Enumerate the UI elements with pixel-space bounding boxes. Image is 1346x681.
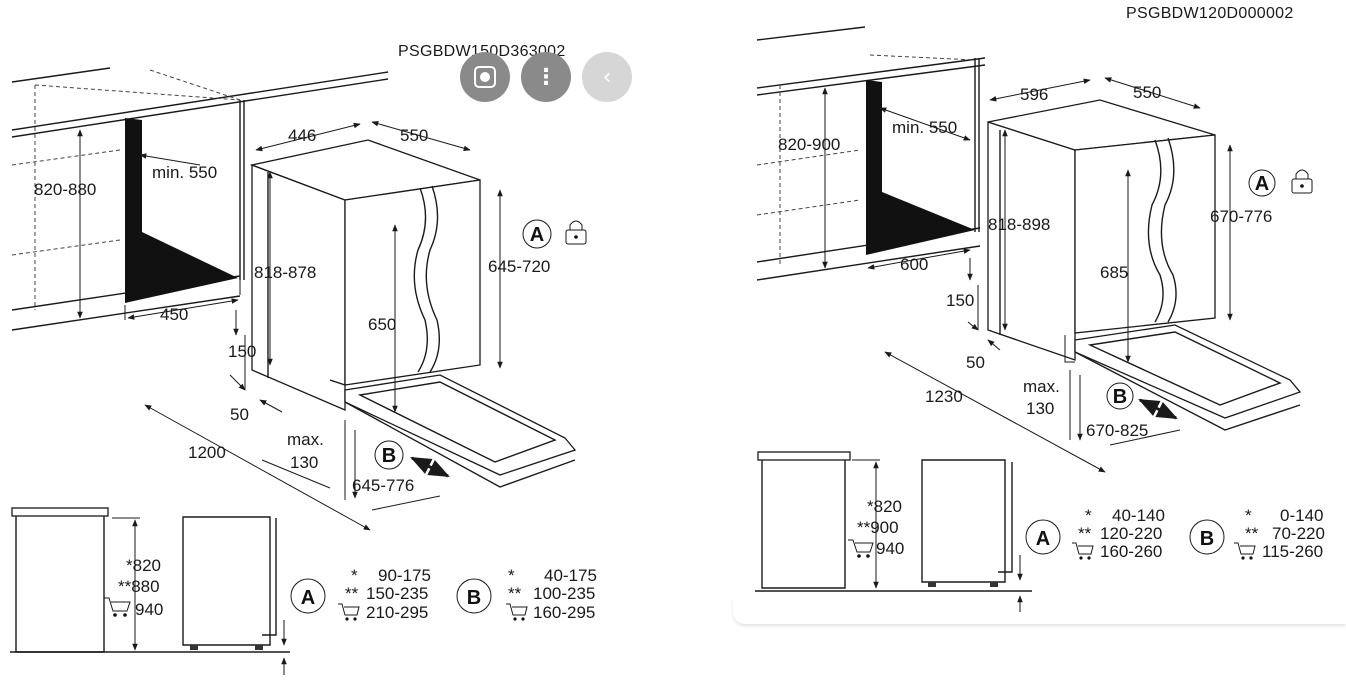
left-appliance	[249, 139, 577, 488]
right-table-a-star-1: *	[1085, 506, 1092, 525]
right-max-label: max.	[1023, 377, 1060, 396]
left-table-a-value-1: 90-175	[378, 566, 431, 585]
right-table-b-value-1: 0-140	[1280, 506, 1323, 525]
right-marker-a: A	[1255, 173, 1269, 195]
right-table-b-cart-icon	[1234, 542, 1256, 560]
right-min-depth: min. 550	[892, 118, 957, 137]
left-table-a-value-2: 150-235	[366, 584, 428, 603]
right-table-a-marker: A	[1036, 528, 1050, 550]
right-table-a-value-1: 40-140	[1112, 506, 1165, 525]
right-side-height-1: *820	[867, 497, 902, 516]
left-table-a-marker: A	[301, 587, 315, 609]
left-table-b-star-2: **	[508, 584, 522, 603]
right-side-height-3: 940	[876, 539, 904, 558]
left-max-label: max.	[287, 430, 324, 449]
left-table-b-cart-icon	[506, 603, 528, 621]
right-lock-icon	[1291, 169, 1313, 194]
left-depth: 550	[400, 126, 428, 145]
left-door-travel: 645-776	[352, 476, 414, 495]
left-marker-a: A	[530, 224, 544, 246]
right-table-b-value-3: 115-260	[1262, 542, 1323, 561]
left-table-b-marker: B	[467, 587, 481, 609]
right-niche-width: 600	[900, 255, 928, 274]
right-plinth-offset: 50	[966, 353, 985, 372]
left-lock-icon	[565, 220, 587, 245]
left-base-width: 1200	[188, 443, 226, 462]
right-side-view	[755, 451, 1032, 612]
lens-icon	[474, 66, 496, 88]
left-table-a-star-2: **	[345, 584, 359, 603]
left-table-b-star-1: *	[508, 566, 515, 585]
right-diagram: A B PSGBDW120D000002 820-900 min. 550 60…	[755, 5, 1325, 612]
more-options-button[interactable]: ⋮	[521, 52, 571, 102]
left-model-code: PSGBDW150D363002	[398, 43, 566, 60]
right-side-height-2: **900	[857, 518, 899, 537]
left-table-b-value-1: 40-175	[544, 566, 597, 585]
back-button[interactable]: ‹	[582, 52, 632, 102]
left-niche-height: 820-880	[34, 180, 96, 199]
more-vertical-icon: ⋮	[535, 64, 557, 90]
right-table-a-value-3: 160-260	[1100, 542, 1162, 561]
left-cart-icon	[104, 597, 131, 617]
left-table-a-value-3: 210-295	[366, 603, 428, 622]
right-cart-icon	[848, 539, 874, 558]
right-marker-b: B	[1113, 386, 1127, 408]
right-door-travel: 670-825	[1086, 421, 1148, 440]
right-door-height: 670-776	[1210, 207, 1272, 226]
right-table-a-star-2: **	[1078, 524, 1092, 543]
right-niche-height: 820-900	[778, 135, 840, 154]
right-niche	[866, 58, 980, 255]
right-max-value: 130	[1026, 399, 1054, 418]
visual-search-button[interactable]	[460, 52, 510, 102]
right-table-a-value-2: 120-220	[1100, 524, 1162, 543]
left-max-value: 130	[290, 453, 318, 472]
left-width: 446	[288, 126, 316, 145]
left-table-a-cart-icon	[338, 603, 360, 621]
left-side-height-1: *820	[126, 556, 161, 575]
right-model-code: PSGBDW120D000002	[1126, 5, 1294, 22]
left-plinth-offset: 50	[230, 405, 249, 424]
right-unit-height: 818-898	[988, 215, 1050, 234]
left-inner-height: 650	[368, 315, 396, 334]
left-diagram: A B PSGBDW150D363002 820-880 min. 550 45…	[10, 43, 597, 675]
left-door-height: 645-720	[488, 257, 550, 276]
right-plinth: 150	[946, 291, 974, 310]
left-marker-b: B	[382, 445, 396, 467]
left-plinth: 150	[228, 342, 256, 361]
left-table-b-value-3: 160-295	[533, 603, 595, 622]
left-countertop	[11, 67, 389, 331]
left-table-b-value-2: 100-235	[533, 584, 595, 603]
right-width: 596	[1020, 85, 1048, 104]
right-depth: 550	[1133, 83, 1161, 102]
left-side-height-2: **880	[118, 577, 160, 596]
left-table-a-star-1: *	[351, 566, 358, 585]
right-inner-height: 685	[1100, 263, 1128, 282]
right-table-b-star-1: *	[1245, 506, 1252, 525]
right-appliance	[987, 99, 1302, 431]
left-side-height-3: 940	[135, 600, 163, 619]
left-side-view	[10, 507, 290, 675]
right-table-b-value-2: 70-220	[1272, 524, 1325, 543]
left-niche	[124, 100, 245, 320]
left-min-depth: min. 550	[152, 163, 217, 182]
left-niche-width: 450	[160, 305, 188, 324]
left-unit-height: 818-878	[254, 263, 316, 282]
right-table-b-star-2: **	[1245, 524, 1259, 543]
chevron-left-icon: ‹	[602, 64, 612, 90]
right-image-card-edge	[733, 598, 1346, 624]
right-table-a-cart-icon	[1072, 542, 1094, 560]
right-base-width: 1230	[925, 387, 963, 406]
right-table-b-marker: B	[1200, 528, 1214, 550]
